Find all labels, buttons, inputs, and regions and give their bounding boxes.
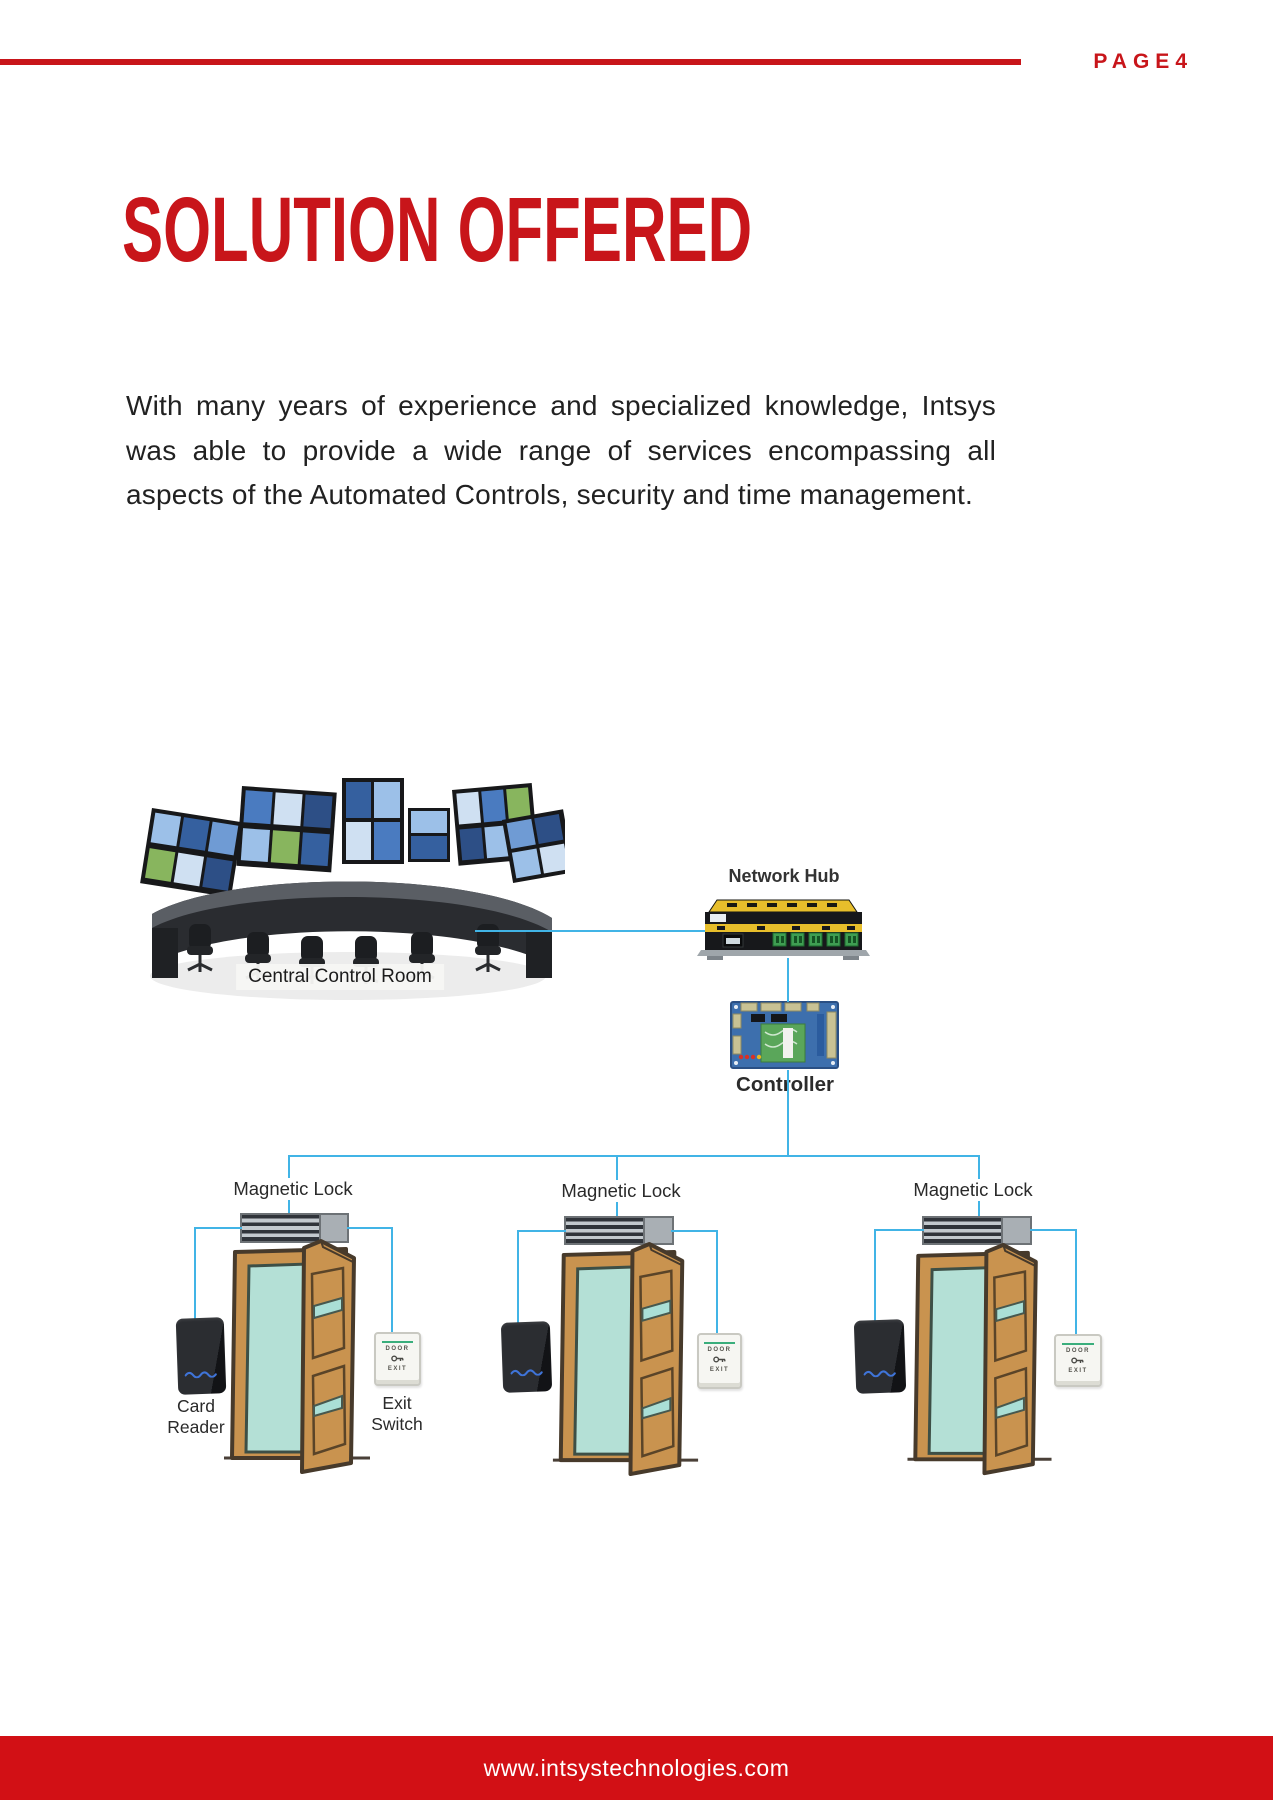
connector-switch-drop: [716, 1230, 718, 1334]
magnetic-lock-label: Magnetic Lock: [909, 1179, 1037, 1201]
connector-lock-reader: [194, 1227, 242, 1229]
page-number: PAGE4: [1093, 50, 1193, 73]
monitor-bank-left-outer: [140, 808, 243, 898]
exit-switch-device: DOOR EXIT: [1054, 1334, 1102, 1387]
connector-reader-drop: [874, 1229, 876, 1321]
key-icon: [712, 1356, 725, 1363]
door-illustration: [906, 1240, 1053, 1483]
control-room-label: Central Control Room: [236, 964, 444, 990]
magnetic-lock-device: [922, 1216, 1032, 1245]
monitor-dual-center: [408, 808, 450, 862]
monitor-bank-center: [342, 778, 404, 864]
key-icon: [390, 1355, 403, 1362]
magnetic-lock-armature: [924, 1218, 1002, 1243]
key-icon: [1071, 1357, 1084, 1364]
header-rule: [0, 59, 1021, 65]
connector-lock-reader: [874, 1229, 924, 1231]
exit-switch-exit-text: EXIT: [709, 1367, 730, 1373]
connector-switch-drop: [1075, 1229, 1077, 1335]
footer-url[interactable]: www.intsystechnologies.com: [483, 1754, 790, 1781]
door-illustration: [224, 1236, 370, 1482]
hub-terminal-blocks: [772, 932, 859, 947]
intro-paragraph: With many years of experience and specia…: [126, 390, 996, 510]
card-reader-device: [175, 1317, 227, 1395]
network-hub-label: Network Hub: [728, 866, 840, 886]
controller-board: [730, 1001, 839, 1069]
connector-lock-switch: [1030, 1229, 1077, 1231]
exit-switch-exit-text: EXIT: [387, 1366, 408, 1372]
exit-switch-door-text: DOOR: [707, 1347, 732, 1353]
footer-bar: www.intsystechnologies.com: [0, 1736, 1273, 1800]
connector-controller-branch: [787, 1070, 789, 1156]
door-illustration: [552, 1239, 699, 1484]
magnetic-lock-device: [240, 1213, 349, 1243]
magnetic-lock-armature: [242, 1215, 319, 1241]
exit-switch-label: Exit Switch: [371, 1393, 423, 1434]
page-title: SOLUTION OFFERED: [122, 179, 753, 281]
connector-switch-drop: [391, 1227, 393, 1333]
controller-label: Controller: [732, 1073, 838, 1097]
magnetic-lock-label: Magnetic Lock: [229, 1178, 357, 1200]
exit-switch-exit-text: EXIT: [1068, 1368, 1088, 1374]
magnetic-lock-plate: [1001, 1218, 1030, 1243]
connector-reader-drop: [517, 1230, 519, 1323]
magnetic-lock-device: [564, 1216, 674, 1245]
card-reader-wave-icon: [863, 1370, 896, 1378]
exit-switch-indicator: [704, 1342, 735, 1344]
card-reader-device: [853, 1319, 907, 1394]
exit-switch-door-text: DOOR: [385, 1346, 410, 1352]
connector-lock-switch: [671, 1230, 718, 1232]
magnetic-lock-plate: [643, 1218, 672, 1243]
monitor-bank-right-outer: [502, 809, 565, 884]
card-reader-wave-icon: [184, 1371, 217, 1379]
card-reader-device: [500, 1321, 553, 1393]
connector-hub-controller: [787, 958, 789, 1002]
exit-switch-indicator: [381, 1341, 414, 1343]
card-reader-wave-icon: [509, 1369, 543, 1377]
card-reader-label: Card Reader: [167, 1396, 225, 1437]
exit-switch-device: DOOR EXIT: [697, 1333, 742, 1389]
connector-controlroom-hub: [475, 930, 705, 932]
magnetic-lock-label: Magnetic Lock: [557, 1180, 685, 1202]
monitor-bank-left: [236, 786, 337, 873]
exit-switch-indicator: [1061, 1343, 1095, 1345]
magnetic-lock-armature: [566, 1218, 644, 1243]
connector-lock-reader: [517, 1230, 566, 1232]
exit-switch-device: DOOR EXIT: [374, 1332, 421, 1386]
magnetic-lock-plate: [318, 1215, 347, 1241]
connector-reader-drop: [194, 1227, 196, 1319]
network-hub-device: [697, 899, 870, 960]
connector-lock-switch: [347, 1227, 392, 1229]
connector-branch-bus: [288, 1155, 980, 1157]
exit-switch-door-text: DOOR: [1066, 1348, 1090, 1354]
